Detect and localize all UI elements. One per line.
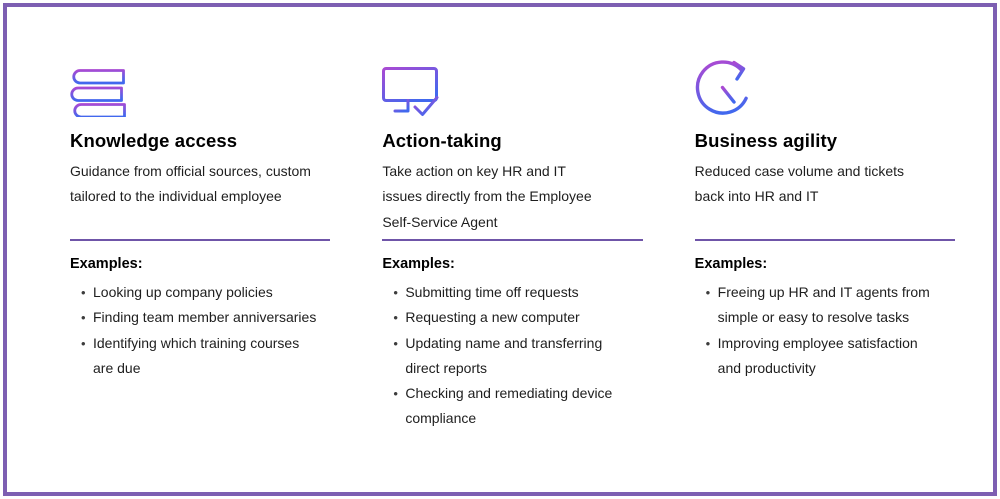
column-header: Action-taking Take action on key HR and … — [382, 58, 642, 239]
examples-label: Examples: — [70, 256, 143, 272]
three-column-layout: Knowledge access Guidance from official … — [7, 7, 993, 432]
column-header: Knowledge access Guidance from official … — [70, 58, 330, 239]
icon-box — [70, 58, 330, 117]
examples-list: Freeing up HR and IT agents from simple … — [695, 280, 955, 381]
icon-box — [382, 58, 642, 117]
column-business-agility: Business agility Reduced case volume and… — [694, 58, 955, 432]
divider — [70, 239, 331, 241]
column-header: Business agility Reduced case volume and… — [695, 58, 955, 239]
list-item: Identifying which training courses are d… — [81, 331, 330, 382]
list-item: Looking up company policies — [81, 280, 330, 306]
list-item: Requesting a new computer — [393, 305, 642, 331]
bordered-panel: Knowledge access Guidance from official … — [3, 3, 997, 496]
column-action-taking: Action-taking Take action on key HR and … — [382, 58, 643, 432]
section-description: Take action on key HR and IT issues dire… — [382, 163, 592, 230]
section-description: Reduced case volume and tickets back int… — [694, 163, 904, 205]
column-knowledge-access: Knowledge access Guidance from official … — [70, 58, 331, 432]
examples-label: Examples: — [382, 256, 455, 272]
section-description: Guidance from official sources, custom t… — [70, 163, 311, 205]
examples-list: Submitting time off requests Requesting … — [382, 280, 642, 432]
section-title: Knowledge access — [70, 130, 238, 151]
divider — [694, 239, 955, 241]
examples-label: Examples: — [694, 256, 768, 272]
list-item: Updating name and transferring direct re… — [393, 331, 642, 382]
section-title: Business agility — [694, 130, 838, 151]
monitor-check-icon — [382, 67, 439, 116]
list-item: Finding team member anniversaries — [81, 305, 330, 331]
list-item: Freeing up HR and IT agents from simple … — [706, 280, 955, 331]
books-stack-icon — [70, 69, 126, 117]
divider — [382, 239, 643, 241]
list-item: Improving employee satisfaction and prod… — [706, 331, 955, 382]
section-title: Action-taking — [382, 130, 502, 151]
list-item: Submitting time off requests — [393, 280, 642, 306]
examples-list: Looking up company policies Finding team… — [70, 280, 330, 381]
list-item: Checking and remediating device complian… — [393, 381, 642, 432]
icon-box — [695, 58, 955, 117]
clock-history-icon — [695, 60, 748, 115]
